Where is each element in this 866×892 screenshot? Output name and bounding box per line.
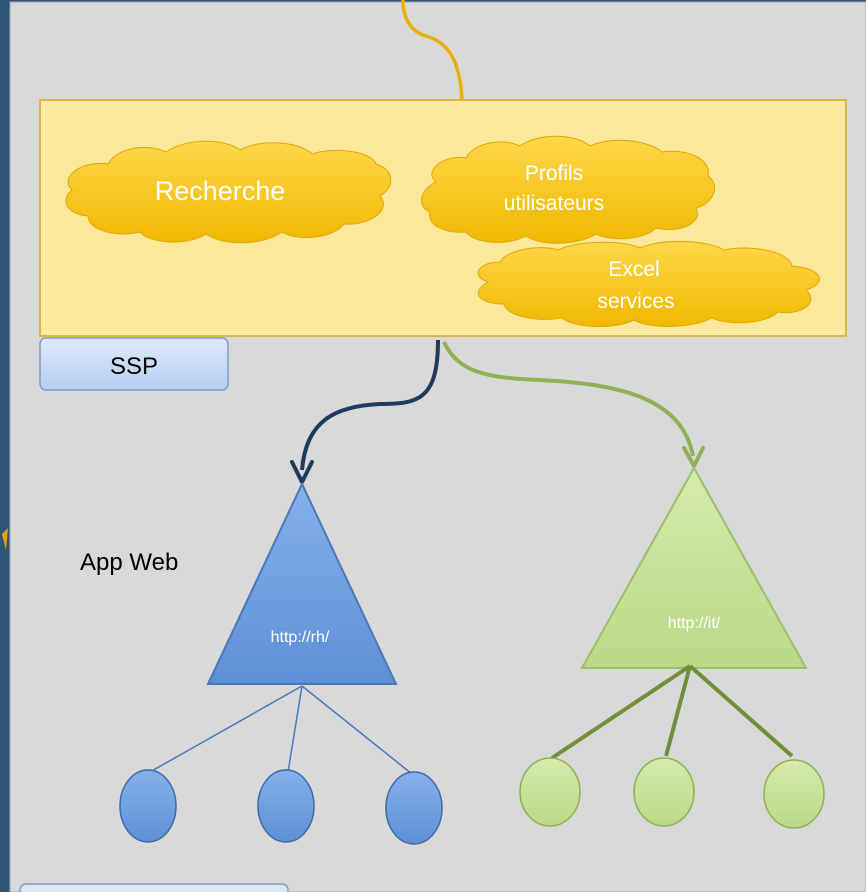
hr-web-app: http://rh/ bbox=[206, 481, 398, 685]
hr-app-url: http://rh/ bbox=[271, 629, 330, 646]
profiles-label-line2: utilisateurs bbox=[504, 192, 604, 215]
ssp-tag: SSP bbox=[39, 337, 229, 391]
hr-site-node bbox=[119, 769, 177, 843]
arrow-to-hr-app bbox=[300, 339, 440, 471]
hr-site-connectors bbox=[149, 685, 413, 775]
arrow-to-it-app bbox=[442, 341, 695, 457]
search-service-label: Recherche bbox=[155, 176, 286, 206]
it-site-connectors bbox=[550, 664, 794, 760]
it-app-url: http://it/ bbox=[668, 615, 721, 632]
incoming-connector bbox=[401, 0, 464, 101]
hr-site-collections bbox=[119, 769, 443, 845]
it-site-node bbox=[633, 757, 695, 827]
hr-site-node bbox=[257, 769, 315, 843]
excel-label-line1: Excel bbox=[608, 258, 659, 281]
it-site-node bbox=[763, 759, 825, 829]
web-app-label: App Web bbox=[80, 549, 178, 576]
edge-fragment bbox=[2, 528, 8, 550]
it-site-collections bbox=[519, 757, 825, 829]
profiles-label-line1: Profils bbox=[525, 162, 583, 185]
it-site-node bbox=[519, 757, 581, 827]
excel-label-line2: services bbox=[597, 290, 674, 313]
cloud-excel-services: Excel services bbox=[477, 241, 820, 328]
ssp-tag-label: SSP bbox=[110, 353, 158, 380]
cloud-search: Recherche bbox=[65, 140, 392, 244]
hr-site-node bbox=[385, 771, 443, 845]
partial-bottom-tag bbox=[19, 883, 289, 892]
cloud-user-profiles: Profils utilisateurs bbox=[421, 135, 716, 244]
